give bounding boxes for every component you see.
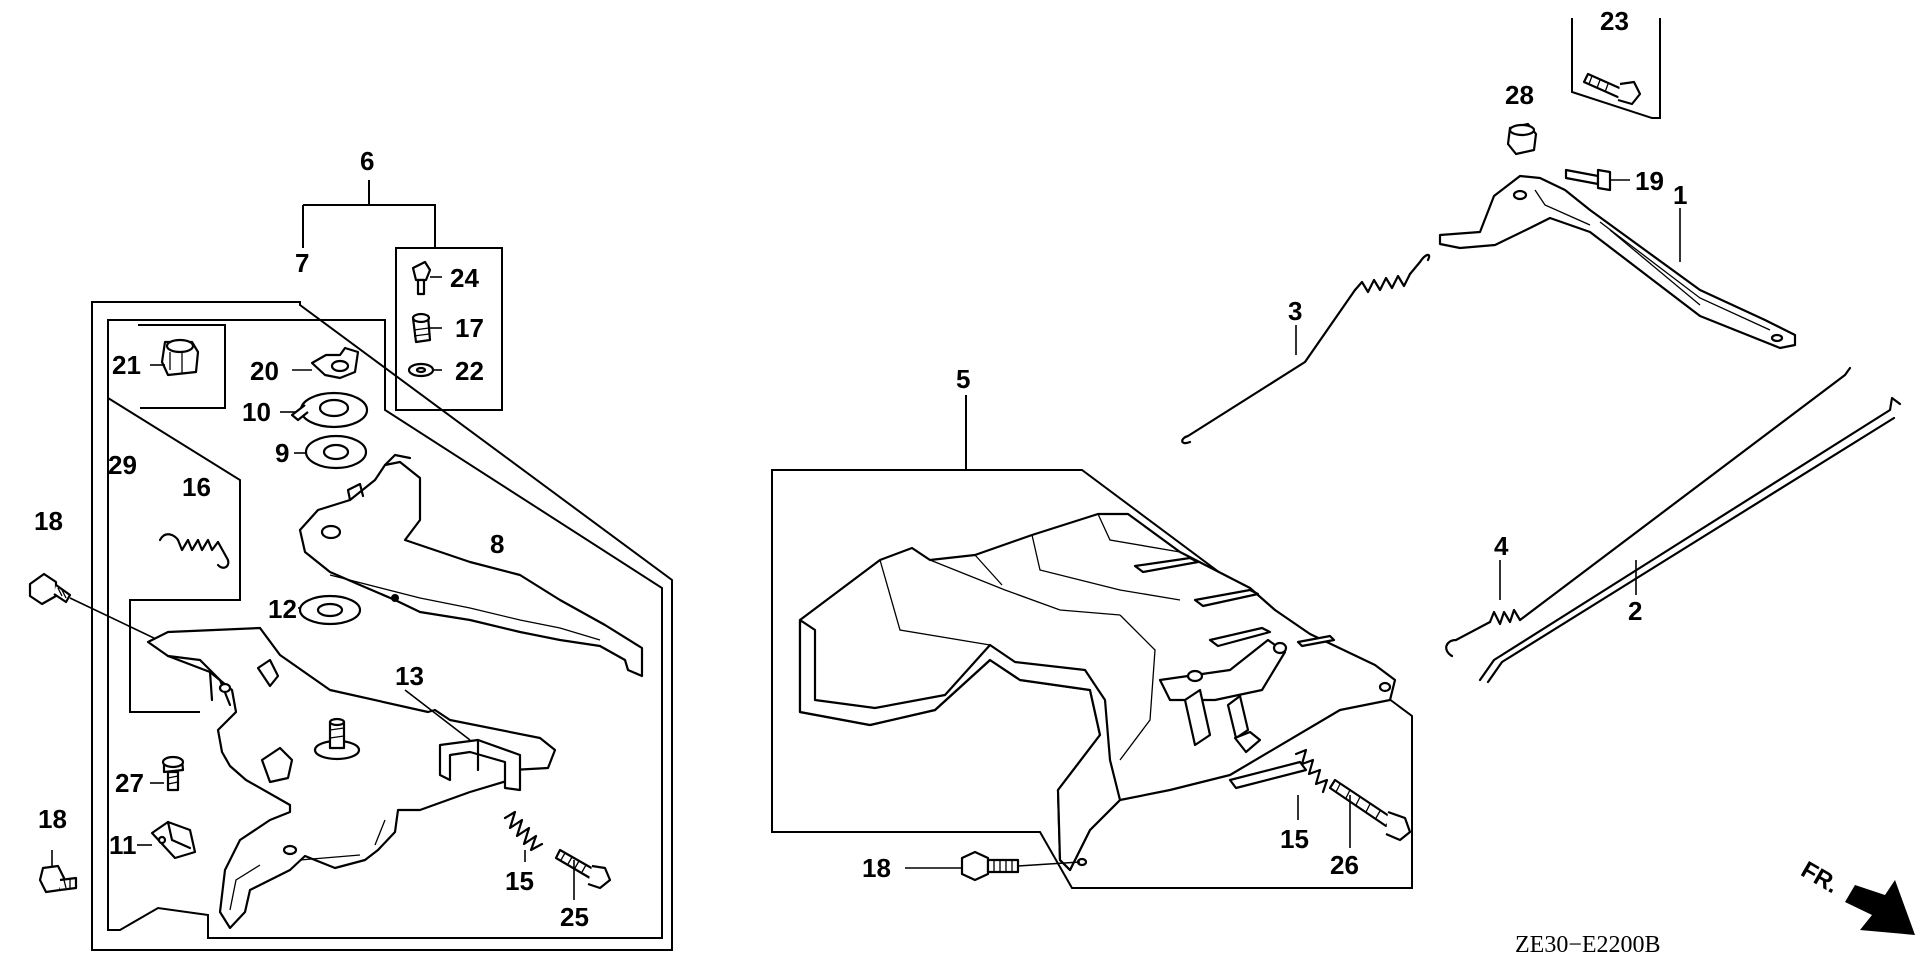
part-24-screw xyxy=(411,260,432,296)
governor-assembly-group xyxy=(28,180,673,951)
callout-18a: 18 xyxy=(34,506,63,536)
part-15-spring-b xyxy=(1294,748,1329,794)
cover-outline xyxy=(771,469,1413,889)
part-8-governor-arm xyxy=(298,453,644,678)
part-11-clip xyxy=(150,820,197,860)
front-direction-indicator: FR. xyxy=(1796,856,1915,935)
callout-labels: 1 2 3 4 5 6 7 8 9 10 11 12 13 15 15 16 1… xyxy=(34,6,1687,932)
part-22-washer xyxy=(407,362,435,378)
callout-21: 21 xyxy=(112,350,141,380)
front-arrow-icon xyxy=(1845,880,1915,935)
part-15-spring-a xyxy=(503,810,544,852)
callout-22: 22 xyxy=(455,356,484,386)
part-18-bolt-b xyxy=(38,864,78,894)
box-small-parts xyxy=(395,247,503,411)
part-26-bolt xyxy=(1328,778,1412,842)
part-25-screw xyxy=(554,848,612,890)
callout-15b: 15 xyxy=(1280,824,1309,854)
part-1-throttle-lever xyxy=(1438,174,1797,350)
part-3-control-rod xyxy=(1181,253,1431,445)
part-17-nipple xyxy=(411,312,432,344)
callout-3: 3 xyxy=(1288,296,1302,326)
callout-1: 1 xyxy=(1673,180,1687,210)
callout-16: 16 xyxy=(182,472,211,502)
callout-9: 9 xyxy=(275,438,289,468)
part-21-nut xyxy=(160,338,200,377)
callout-10: 10 xyxy=(242,397,271,427)
assembly-inner-outline xyxy=(107,319,663,939)
callout-7: 7 xyxy=(295,248,309,278)
throttle-lever-group xyxy=(1181,18,1902,684)
assembly-outline-7 xyxy=(91,301,673,951)
callout-11: 11 xyxy=(109,830,137,860)
part-9-washer xyxy=(304,434,368,470)
part-5-cover xyxy=(798,512,1397,872)
callout-24: 24 xyxy=(450,263,479,293)
callout-17: 17 xyxy=(455,313,484,343)
part-16-spring xyxy=(158,533,230,569)
part-12-washer xyxy=(298,594,362,626)
callout-20: 20 xyxy=(250,356,279,386)
part-10-lock-washer xyxy=(290,391,369,429)
part-23-bolt xyxy=(1582,72,1642,106)
callout-13: 13 xyxy=(395,661,424,691)
box-21 xyxy=(138,324,226,409)
part-18-bolt-a xyxy=(28,572,72,606)
callout-19: 19 xyxy=(1635,166,1664,196)
callout-12: 12 xyxy=(268,594,297,624)
callout-8: 8 xyxy=(490,529,504,559)
control-cover-group xyxy=(771,395,1413,889)
callout-27: 27 xyxy=(115,768,144,798)
callout-26: 26 xyxy=(1330,850,1359,880)
callout-6: 6 xyxy=(360,146,374,176)
bracket-23 xyxy=(1571,18,1661,119)
front-direction-label: FR. xyxy=(1796,856,1843,899)
part-19-bolt xyxy=(1564,168,1612,192)
callout-2: 2 xyxy=(1628,596,1642,626)
callout-18b: 18 xyxy=(38,804,67,834)
diagram-code: ZE30−E2200B xyxy=(1515,932,1661,958)
callout-29: 29 xyxy=(108,450,137,480)
callout-15a: 15 xyxy=(505,866,534,896)
callout-5: 5 xyxy=(956,364,970,394)
bracket-6 xyxy=(302,180,436,248)
part-13-control-base xyxy=(146,626,557,930)
part-28-nut xyxy=(1506,122,1538,156)
callout-23: 23 xyxy=(1600,6,1629,36)
callout-28: 28 xyxy=(1505,80,1534,110)
part-4-rod-spring xyxy=(1445,366,1852,658)
bracket-29 xyxy=(107,397,241,713)
callout-25: 25 xyxy=(560,902,589,932)
part-2-long-rod xyxy=(1478,396,1902,684)
callout-4: 4 xyxy=(1494,531,1509,561)
part-20-wing-nut xyxy=(310,346,360,380)
part-27-screw xyxy=(161,755,185,792)
part-18-bolt-c xyxy=(960,850,1020,882)
callout-18c: 18 xyxy=(862,853,891,883)
